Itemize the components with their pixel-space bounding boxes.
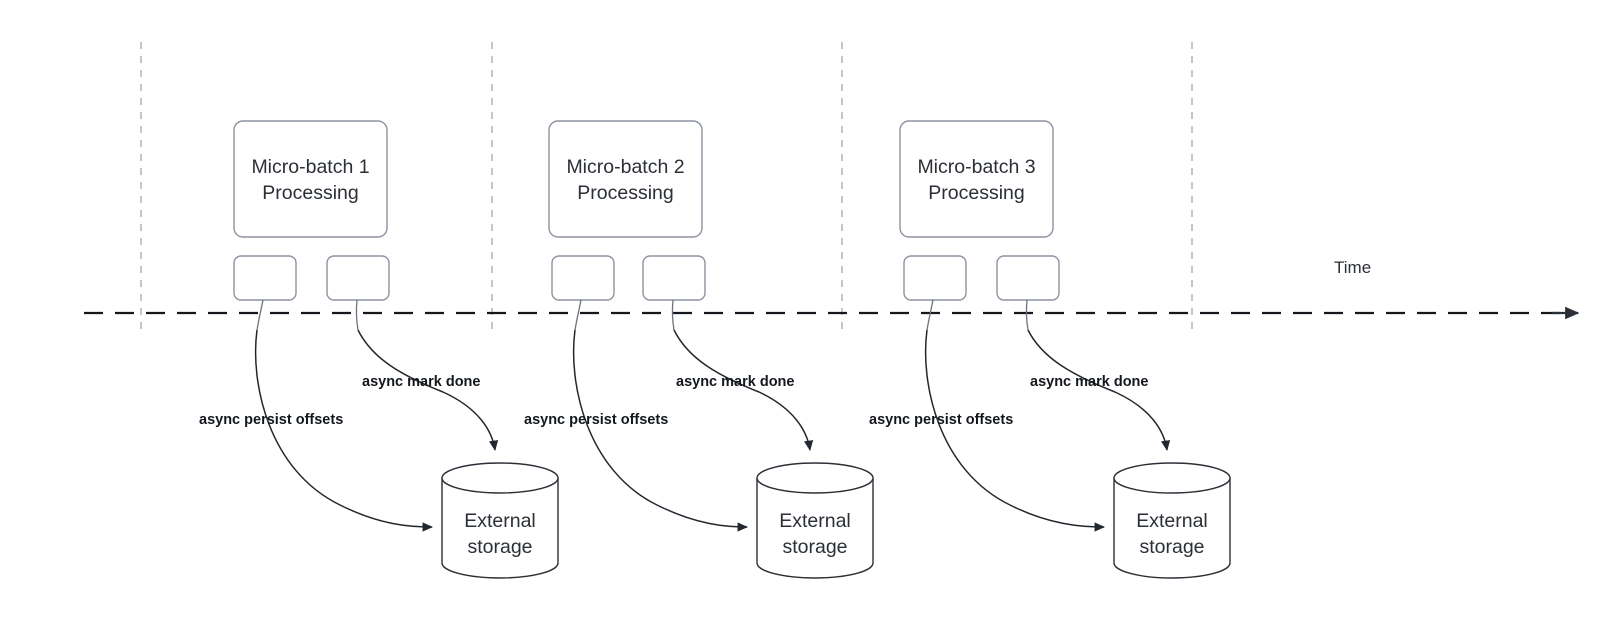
group-1-mark-done-task-box[interactable] <box>326 255 390 301</box>
group-1-async-persist-offsets-label: async persist offsets <box>199 412 343 428</box>
microbatch-3-label-line1: Micro-batch 3 <box>917 156 1035 178</box>
group-1-async-persist-offsets-arrow <box>254 329 434 532</box>
microbatch-1-label-line1: Micro-batch 1 <box>251 156 369 178</box>
group-2-storage-label-line1: External <box>779 510 851 532</box>
group-3-cylinder-top <box>1113 462 1231 494</box>
group-2-async-persist-offsets-arrow <box>572 329 749 532</box>
group-1-persist-offsets-task-box[interactable] <box>233 255 297 301</box>
group-3-external-storage[interactable]: External storage <box>1113 462 1231 579</box>
group-2-persist-offsets-task-box[interactable] <box>551 255 615 301</box>
microbatch-3-processing-box[interactable]: Micro-batch 3 Processing <box>899 120 1054 238</box>
group-2-mark-done-task-box[interactable] <box>642 255 706 301</box>
microbatch-2-label-line1: Micro-batch 2 <box>566 156 684 178</box>
microbatch-2-processing-box[interactable]: Micro-batch 2 Processing <box>548 120 703 238</box>
group-1-cylinder-top <box>441 462 559 494</box>
time-axis-label: Time <box>1334 258 1371 277</box>
microbatch-1-processing-box[interactable]: Micro-batch 1 Processing <box>233 120 388 238</box>
group-2-async-mark-done-arrow <box>673 329 814 452</box>
group-3-async-mark-done-label: async mark done <box>1030 374 1148 390</box>
group-1-persist-stem <box>256 299 264 331</box>
group-3-async-mark-done-arrow <box>1027 329 1171 452</box>
lifelines-group <box>140 42 1193 330</box>
group-1-async-mark-done-arrow <box>357 329 499 452</box>
group-3-async-persist-offsets-arrow <box>924 329 1106 532</box>
group-1-markdone-stem <box>355 299 359 331</box>
group-2-persist-stem <box>574 299 582 331</box>
group-1-external-storage[interactable]: External storage <box>441 462 559 579</box>
group-1-cylinder-body <box>441 478 559 579</box>
group-3-persist-offsets-task-box[interactable] <box>903 255 967 301</box>
group-2-async-mark-done-label: async mark done <box>676 374 794 390</box>
microbatch-3-box-shape <box>899 120 1054 238</box>
group-2-cylinder-body <box>756 478 874 579</box>
group-2-storage-label-line2: storage <box>782 536 847 558</box>
microbatch-group-1: Micro-batch 1 Processing External storag… <box>199 120 559 579</box>
group-3-cylinder-body <box>1113 478 1231 579</box>
time-axis: Time <box>84 258 1580 320</box>
group-3-mark-done-task-box[interactable] <box>996 255 1060 301</box>
microbatch-2-label-line2: Processing <box>577 182 673 204</box>
group-3-storage-label-line2: storage <box>1139 536 1204 558</box>
group-1-storage-label-line2: storage <box>467 536 532 558</box>
group-1-async-mark-done-label: async mark done <box>362 374 480 390</box>
microbatch-3-label-line2: Processing <box>928 182 1024 204</box>
group-2-cylinder-top <box>756 462 874 494</box>
group-3-storage-label-line1: External <box>1136 510 1208 532</box>
group-2-markdone-stem <box>671 299 675 331</box>
group-2-async-persist-offsets-label: async persist offsets <box>524 412 668 428</box>
group-3-persist-stem <box>926 299 934 331</box>
group-3-markdone-stem <box>1025 299 1029 331</box>
group-3-async-persist-offsets-label: async persist offsets <box>869 412 1013 428</box>
microbatch-2-box-shape <box>548 120 703 238</box>
microbatch-group-2: Micro-batch 2 Processing External storag… <box>524 120 874 579</box>
microbatch-1-box-shape <box>233 120 388 238</box>
microbatch-group-3: Micro-batch 3 Processing External storag… <box>869 120 1231 579</box>
group-2-external-storage[interactable]: External storage <box>756 462 874 579</box>
group-1-storage-label-line1: External <box>464 510 536 532</box>
microbatch-1-label-line2: Processing <box>262 182 358 204</box>
